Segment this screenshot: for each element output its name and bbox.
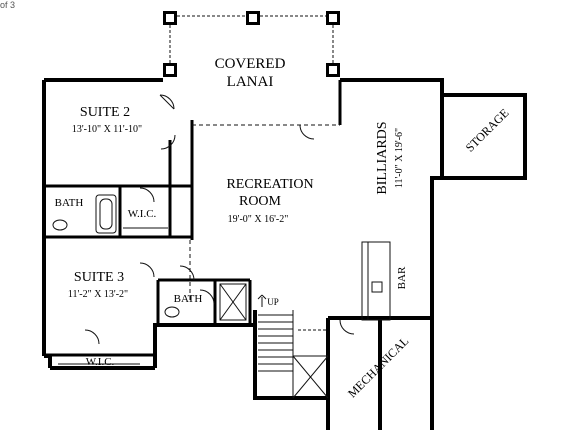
billiards-name: BILLIARDS xyxy=(375,121,390,194)
suite2-name: SUITE 2 xyxy=(80,105,130,120)
recreation-dims: 19'-0" X 16'-2" xyxy=(228,214,289,225)
recreation-label-line1: RECREATION xyxy=(226,177,313,192)
billiards-dims: 11'-0" X 19'-6" xyxy=(394,128,405,188)
recreation-label-line2: ROOM xyxy=(239,194,282,209)
exterior-walls xyxy=(42,78,527,430)
storage-name: STORAGE xyxy=(463,106,512,155)
lanai-label-line2: LANAI xyxy=(227,74,274,90)
lanai-outline xyxy=(169,15,334,63)
wic2-name: W.I.C. xyxy=(86,356,115,368)
lanai-label-line1: COVERED xyxy=(215,56,286,72)
detail-lines xyxy=(52,94,391,399)
bath1-name: BATH xyxy=(55,197,84,209)
page-indicator: of 3 xyxy=(0,0,16,10)
bath2-name: BATH xyxy=(174,293,203,305)
suite2-dims: 13'-10" X 11'-10" xyxy=(72,124,142,135)
interior-walls xyxy=(44,80,342,357)
up-label: UP xyxy=(267,297,279,307)
wic1-name: W.I.C. xyxy=(128,208,157,220)
suite3-name: SUITE 3 xyxy=(74,270,124,285)
suite3-dims: 11'-2" X 13'-2" xyxy=(68,289,128,300)
bar-name: BAR xyxy=(396,266,408,289)
